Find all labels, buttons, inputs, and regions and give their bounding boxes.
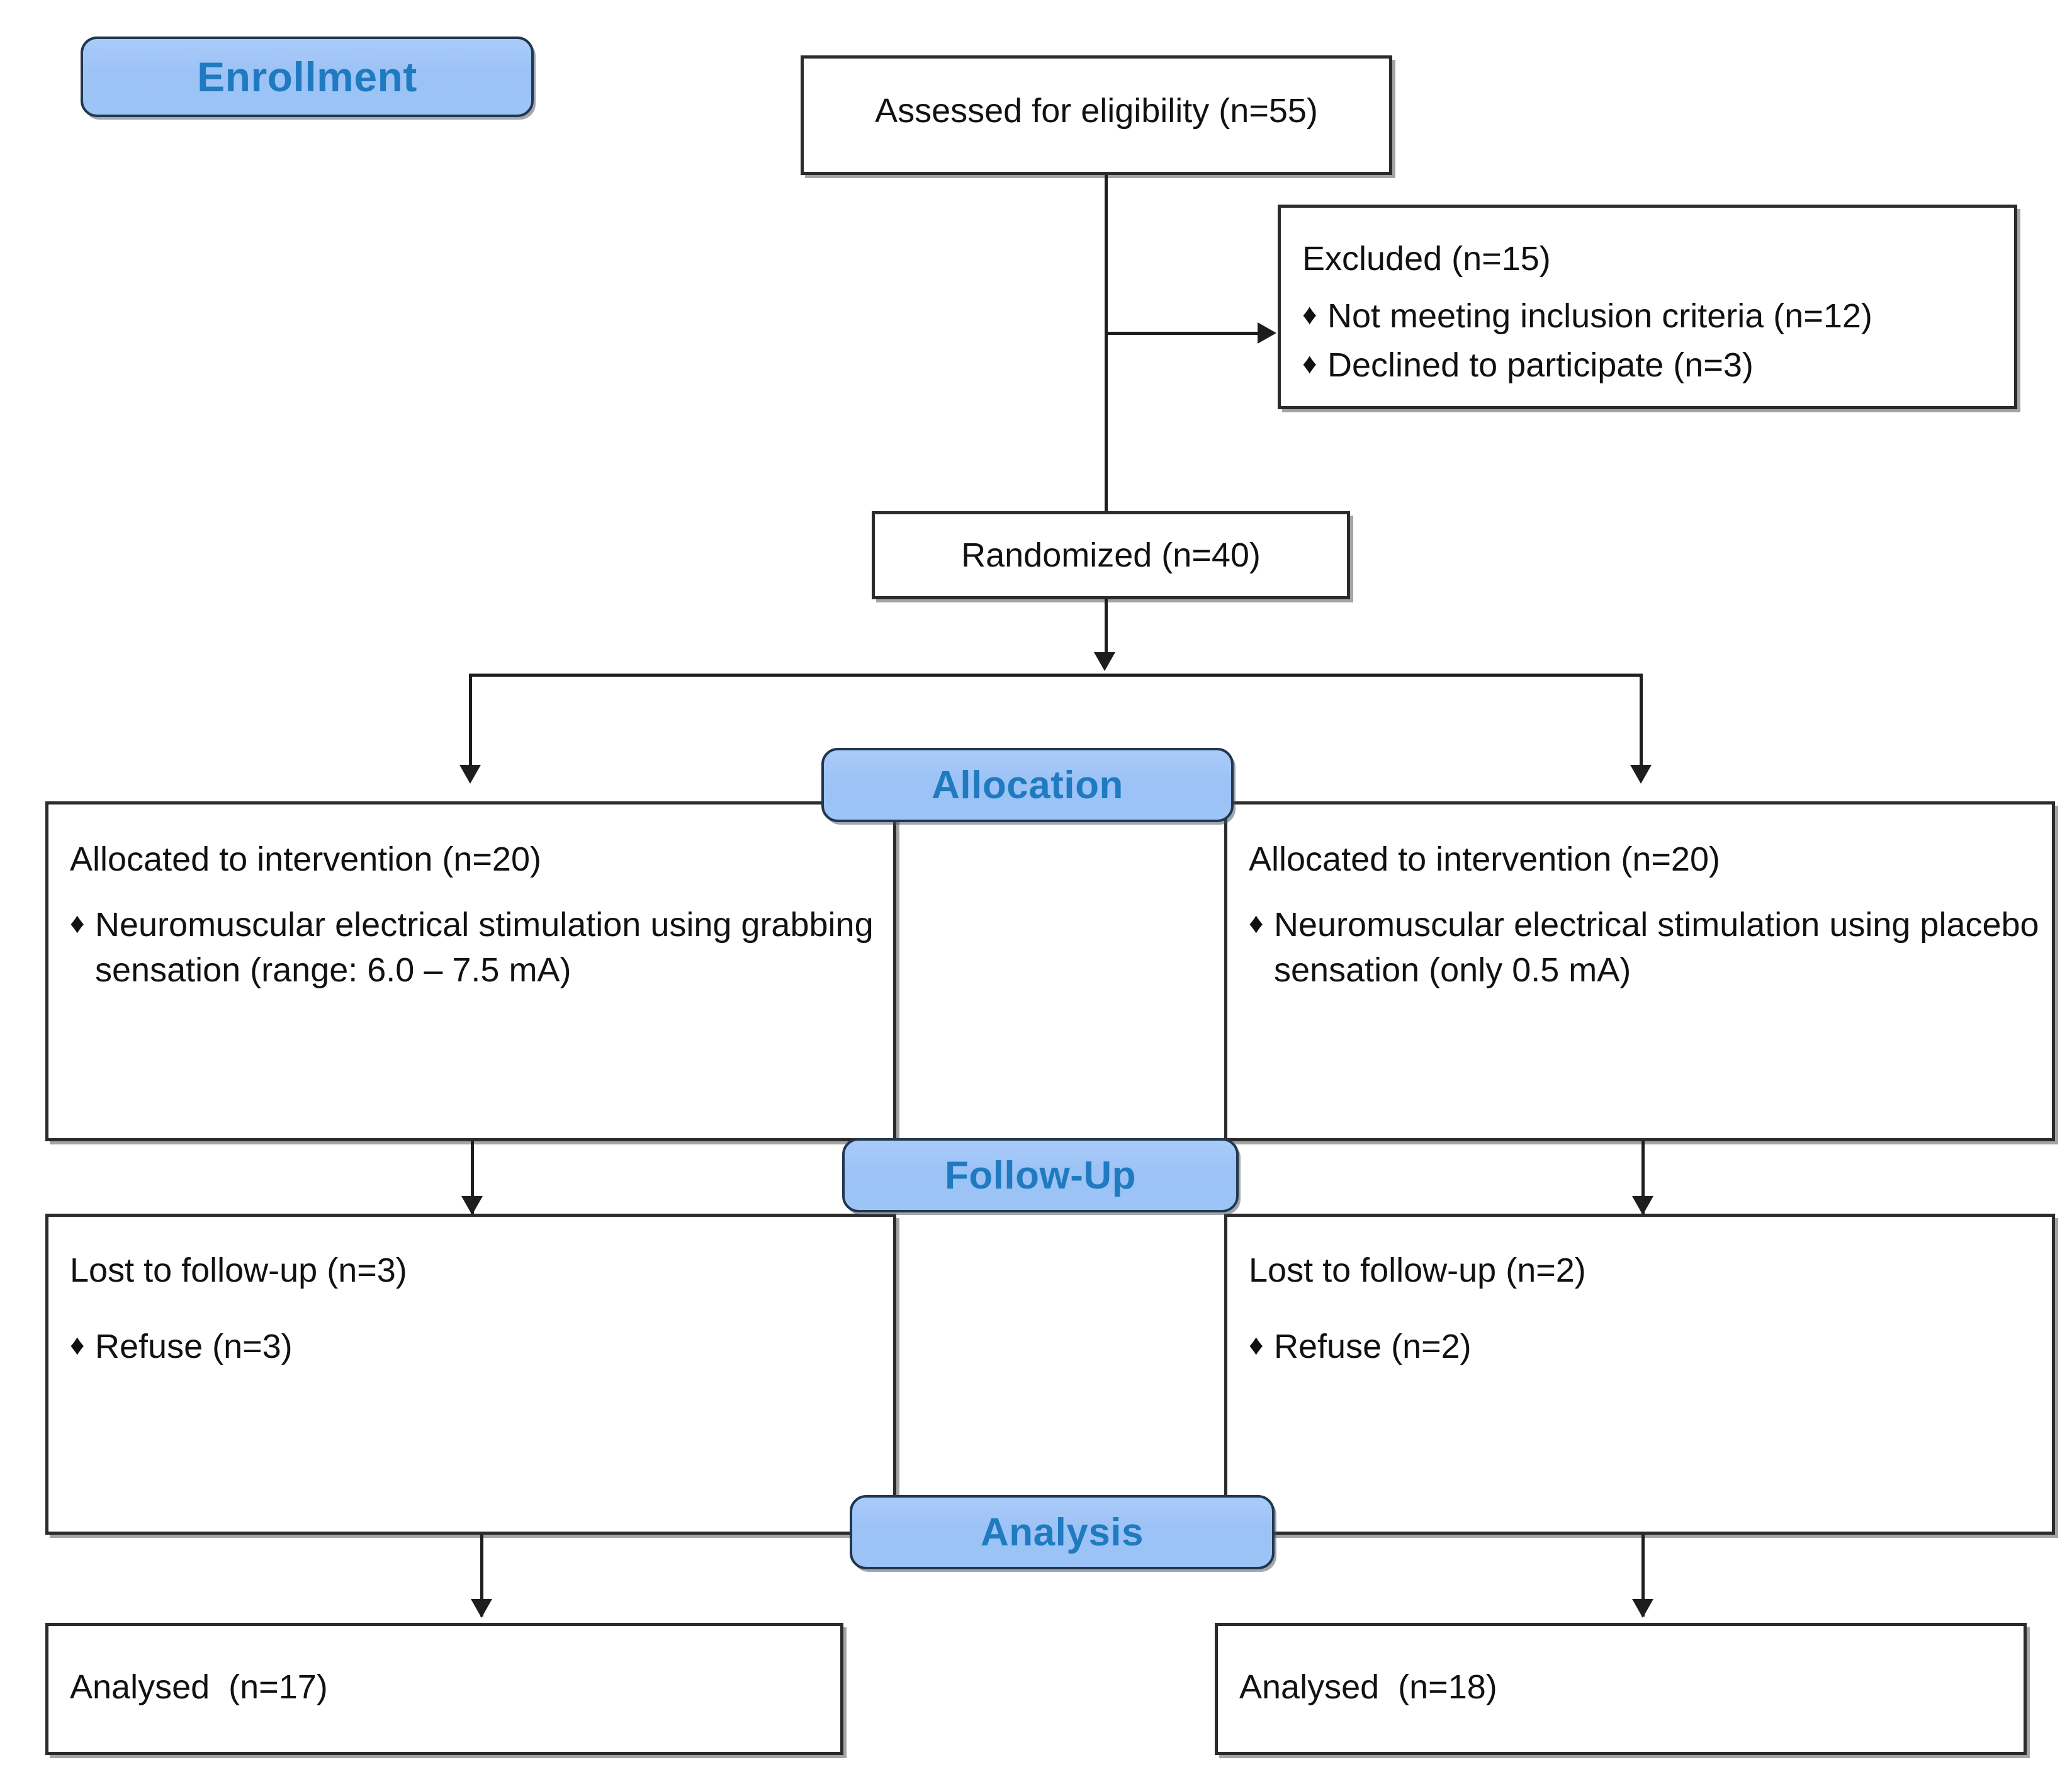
assessed-for-eligibility-box: Assessed for eligibility (n=55) bbox=[801, 55, 1392, 175]
followup-right-item-text: Refuse (n=2) bbox=[1274, 1328, 1472, 1365]
arrow-right-followup-down-icon bbox=[1632, 1599, 1653, 1618]
stage-label-allocation: Allocation bbox=[821, 748, 1234, 822]
connector-split-bar bbox=[469, 674, 1643, 677]
allocation-left-box: Allocated to intervention (n=20) ♦ Neuro… bbox=[45, 801, 896, 1141]
bullet-diamond-icon: ♦ bbox=[70, 1328, 85, 1361]
stage-label-followup: Follow-Up bbox=[842, 1138, 1239, 1212]
allocation-right-box: Allocated to intervention (n=20) ♦ Neuro… bbox=[1224, 801, 2055, 1141]
connector-assessed-to-randomized bbox=[1105, 175, 1108, 518]
connector-right-followup-to-analysed bbox=[1641, 1535, 1645, 1617]
analysed-left-text: Analysed (n=17) bbox=[70, 1668, 328, 1706]
arrow-left-followup-down-icon bbox=[471, 1599, 492, 1618]
followup-left-item-text: Refuse (n=3) bbox=[95, 1328, 293, 1365]
arrow-right-allocation-down-icon bbox=[1632, 1196, 1653, 1215]
bullet-diamond-icon: ♦ bbox=[1302, 347, 1317, 380]
stage-label-allocation-text: Allocation bbox=[932, 763, 1123, 807]
allocation-left-items: ♦ Neuromuscular electrical stimulation u… bbox=[70, 902, 882, 997]
followup-left-items: ♦ Refuse (n=3) bbox=[70, 1324, 882, 1373]
allocation-right-items: ♦ Neuromuscular electrical stimulation u… bbox=[1249, 902, 2041, 997]
excluded-item-text: Not meeting inclusion criteria (n=12) bbox=[1327, 297, 1872, 335]
arrow-randomized-down-icon bbox=[1094, 652, 1115, 671]
list-item: ♦ Neuromuscular electrical stimulation u… bbox=[70, 902, 882, 993]
allocation-right-item-text: Neuromuscular electrical stimulation usi… bbox=[1274, 906, 2039, 990]
bullet-diamond-icon: ♦ bbox=[70, 906, 85, 939]
arrow-to-left-allocation-icon bbox=[459, 765, 481, 784]
connector-randomized-down bbox=[1105, 599, 1108, 655]
excluded-box: Excluded (n=15) ♦ Not meeting inclusion … bbox=[1278, 205, 2017, 409]
arrow-to-right-allocation-icon bbox=[1630, 765, 1652, 784]
allocation-left-item-text: Neuromuscular electrical stimulation usi… bbox=[95, 906, 874, 990]
list-item: ♦ Refuse (n=2) bbox=[1249, 1324, 2041, 1369]
followup-left-title: Lost to follow-up (n=3) bbox=[70, 1251, 407, 1289]
bullet-diamond-icon: ♦ bbox=[1249, 906, 1264, 939]
followup-left-box: Lost to follow-up (n=3) ♦ Refuse (n=3) bbox=[45, 1214, 896, 1535]
followup-right-items: ♦ Refuse (n=2) bbox=[1249, 1324, 2041, 1373]
list-item: ♦ Neuromuscular electrical stimulation u… bbox=[1249, 902, 2041, 993]
bullet-diamond-icon: ♦ bbox=[1302, 298, 1317, 330]
stage-label-analysis: Analysis bbox=[850, 1495, 1275, 1569]
allocation-left-title: Allocated to intervention (n=20) bbox=[70, 840, 541, 878]
followup-right-box: Lost to follow-up (n=2) ♦ Refuse (n=2) bbox=[1224, 1214, 2055, 1535]
connector-split-left-drop bbox=[469, 674, 472, 768]
excluded-items-list: ♦ Not meeting inclusion criteria (n=12) … bbox=[1302, 293, 2003, 392]
stage-label-analysis-text: Analysis bbox=[980, 1510, 1144, 1554]
followup-right-title: Lost to follow-up (n=2) bbox=[1249, 1251, 1586, 1289]
connector-left-followup-to-analysed bbox=[480, 1535, 483, 1617]
stage-label-followup-text: Follow-Up bbox=[944, 1153, 1137, 1197]
allocation-right-title: Allocated to intervention (n=20) bbox=[1249, 840, 1720, 878]
randomized-box: Randomized (n=40) bbox=[872, 511, 1350, 599]
assessed-for-eligibility-text: Assessed for eligibility (n=55) bbox=[875, 92, 1318, 130]
excluded-title: Excluded (n=15) bbox=[1302, 240, 1551, 278]
analysed-left-box: Analysed (n=17) bbox=[45, 1623, 843, 1755]
analysed-right-text: Analysed (n=18) bbox=[1239, 1668, 1497, 1706]
excluded-item-text: Declined to participate (n=3) bbox=[1327, 346, 1754, 385]
arrow-to-excluded-icon bbox=[1258, 322, 1276, 344]
list-item: ♦ Declined to participate (n=3) bbox=[1302, 342, 2003, 388]
arrow-left-allocation-down-icon bbox=[461, 1196, 483, 1215]
connector-assessed-to-excluded bbox=[1105, 332, 1259, 335]
analysed-right-box: Analysed (n=18) bbox=[1215, 1623, 2027, 1755]
randomized-text: Randomized (n=40) bbox=[961, 536, 1261, 574]
connector-left-allocation-to-followup bbox=[471, 1141, 474, 1214]
connector-right-allocation-to-followup bbox=[1641, 1141, 1645, 1214]
bullet-diamond-icon: ♦ bbox=[1249, 1328, 1264, 1361]
list-item: ♦ Not meeting inclusion criteria (n=12) bbox=[1302, 293, 2003, 339]
list-item: ♦ Refuse (n=3) bbox=[70, 1324, 882, 1369]
stage-label-enrollment-text: Enrollment bbox=[197, 54, 417, 100]
stage-label-enrollment: Enrollment bbox=[81, 37, 534, 117]
connector-split-right-drop bbox=[1640, 674, 1643, 768]
